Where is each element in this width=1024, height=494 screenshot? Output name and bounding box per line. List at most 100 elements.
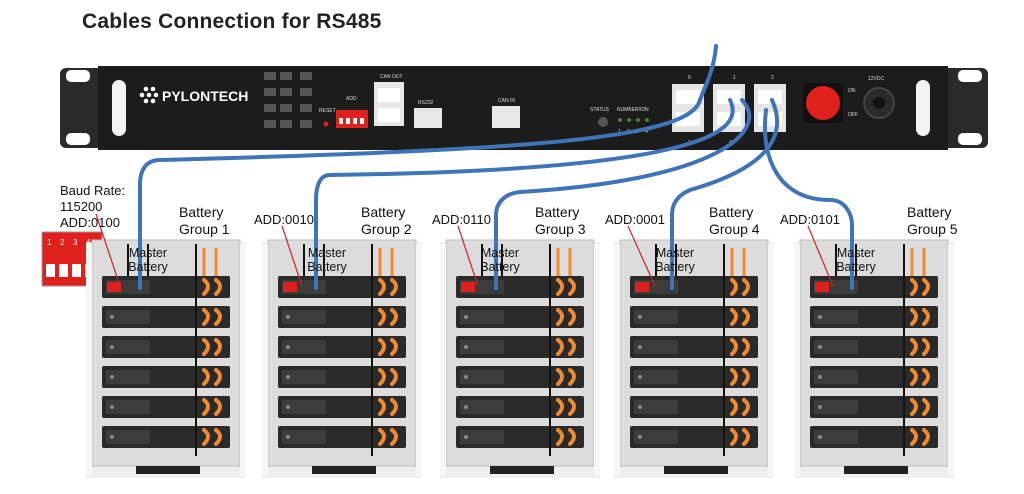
battery-led (464, 435, 468, 439)
power-cable (730, 398, 738, 416)
rack-base (136, 466, 200, 474)
on-label: ON (848, 88, 856, 94)
rack-base (312, 466, 376, 474)
group2-address: ADD:0010 (254, 212, 314, 227)
add-label: ADD (346, 96, 357, 102)
battery-module-panel (634, 430, 678, 444)
power-switch[interactable] (806, 86, 840, 120)
svg-text:0: 0 (688, 75, 691, 81)
rs485-cables (138, 44, 854, 290)
power-cable (922, 428, 930, 446)
master-dip-indicator (283, 282, 297, 292)
battery-module-panel (282, 430, 326, 444)
battery-led (818, 375, 822, 379)
power-cable (922, 338, 930, 356)
reset-button[interactable] (323, 121, 329, 127)
battery-module-panel (814, 340, 858, 354)
number-leds (618, 118, 649, 122)
battery-module-panel (814, 400, 858, 414)
power-cable (730, 278, 738, 296)
battery-led (818, 345, 822, 349)
rack-post (794, 244, 800, 476)
power-cable (214, 308, 222, 326)
rs485-ports[interactable] (672, 84, 786, 132)
battery-rack-group-3 (440, 239, 600, 478)
rack-base (844, 466, 908, 474)
power-cable (742, 368, 750, 386)
svg-text:4: 4 (645, 129, 648, 135)
battery-module-panel (106, 430, 150, 444)
svg-text:1: 1 (733, 75, 736, 81)
power-cable (378, 398, 386, 416)
power-cable (202, 398, 210, 416)
battery-module-panel (460, 370, 504, 384)
battery-led (638, 315, 642, 319)
power-cable (214, 428, 222, 446)
can-in-port[interactable] (492, 106, 520, 128)
rack-base (490, 466, 554, 474)
power-cable (390, 368, 398, 386)
svg-text:2: 2 (60, 238, 65, 247)
battery-module-panel (814, 310, 858, 324)
power-cable (378, 278, 386, 296)
rs485-cable (314, 98, 735, 290)
power-cable (922, 368, 930, 386)
mount-hole (958, 133, 982, 145)
master-dip-indicator (815, 282, 829, 292)
power-cable (378, 428, 386, 446)
battery-led (464, 315, 468, 319)
rs232-port[interactable] (414, 108, 442, 128)
power-cable (568, 428, 576, 446)
brand-label: PYLONTECH (162, 88, 248, 104)
battery-led (464, 375, 468, 379)
battery-module-panel (460, 430, 504, 444)
power-cable (910, 338, 918, 356)
hub-unit: PYLONTECH RESET ADD CAN OUT RS232 CAN IN… (60, 66, 988, 150)
power-cable (556, 278, 564, 296)
power-cable (742, 338, 750, 356)
battery-module-panel (814, 370, 858, 384)
svg-text:2: 2 (771, 75, 774, 81)
battery-module-panel (106, 400, 150, 414)
off-label: OFF (848, 112, 858, 118)
group4-address: ADD:0001 (605, 212, 665, 227)
baud-rate-label: Baud Rate: 115200 ADD:0100 (60, 183, 126, 230)
group1-address: ADD:0100 (60, 215, 120, 230)
battery-led (818, 405, 822, 409)
power-cable (214, 398, 222, 416)
battery-rack-group-5 (794, 239, 954, 478)
power-cable (568, 308, 576, 326)
power-cable (378, 368, 386, 386)
power-cable (378, 338, 386, 356)
battery-rack-group-1 (86, 239, 246, 478)
battery-led (286, 435, 290, 439)
battery-led (818, 315, 822, 319)
battery-module-panel (106, 310, 150, 324)
power-cable (556, 338, 564, 356)
power-cable (202, 308, 210, 326)
battery-module-panel (634, 310, 678, 324)
battery-led (110, 405, 114, 409)
vdc-label: 12VDC (868, 76, 885, 82)
power-cable (214, 368, 222, 386)
battery-rack-group-4 (614, 239, 774, 478)
battery-module-panel (460, 310, 504, 324)
battery-rack-group-2 (262, 239, 422, 478)
battery-module-panel (634, 370, 678, 384)
mount-hole (66, 70, 90, 82)
power-cable (390, 398, 398, 416)
battery-led (110, 315, 114, 319)
rs232-label: RS232 (418, 100, 434, 106)
rack-post (768, 244, 774, 476)
battery-module-panel (460, 340, 504, 354)
rj45-port-block (264, 72, 312, 128)
power-cable (922, 398, 930, 416)
power-cable (910, 278, 918, 296)
battery-module-panel (460, 400, 504, 414)
power-cable (742, 308, 750, 326)
power-cable (390, 428, 398, 446)
battery-module-panel (634, 340, 678, 354)
